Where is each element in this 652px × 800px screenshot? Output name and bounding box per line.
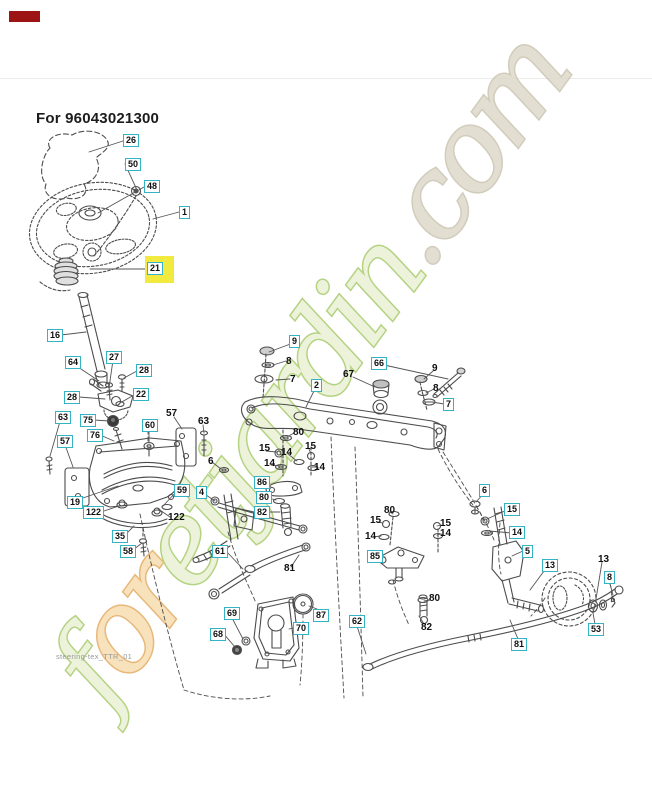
part-callout-15: 15 [259, 443, 271, 454]
part-callout-80: 80 [384, 505, 396, 516]
part-callout-28: 28 [136, 364, 153, 377]
part-callout-27: 27 [106, 351, 123, 364]
part-callout-80: 80 [429, 593, 441, 604]
part-callout-57: 57 [57, 435, 74, 448]
part-callout-8: 8 [604, 571, 616, 584]
part-callout-13: 13 [542, 559, 559, 572]
part-callout-67: 67 [343, 369, 355, 380]
top-left-red-bar [9, 11, 40, 22]
part-callout-15: 15 [504, 503, 521, 516]
part-callout-13: 13 [598, 554, 610, 565]
part-callout-19: 19 [67, 496, 84, 509]
part-callout-70: 70 [293, 622, 310, 635]
part-callout-122: 122 [83, 506, 105, 519]
part-callout-86: 86 [254, 476, 271, 489]
part-callout-15: 15 [305, 441, 317, 452]
part-callout-14: 14 [440, 528, 452, 539]
part-callout-28: 28 [64, 391, 81, 404]
part-callout-7: 7 [443, 398, 455, 411]
part-callout-68: 68 [210, 628, 227, 641]
part-callout-81: 81 [511, 638, 528, 651]
part-callout-label: 21 [147, 262, 164, 275]
part-callout-6: 6 [208, 456, 214, 467]
part-callout-21: 21 [145, 256, 174, 283]
part-callout-9: 9 [289, 335, 301, 348]
part-callout-63: 63 [55, 411, 72, 424]
part-callout-59: 59 [174, 484, 191, 497]
page-title: For 96043021300 [36, 110, 160, 127]
part-callout-122: 122 [168, 512, 185, 523]
part-callout-14: 14 [314, 462, 326, 473]
part-callout-75: 75 [80, 414, 97, 427]
part-callout-69: 69 [224, 607, 241, 620]
part-callout-48: 48 [144, 180, 161, 193]
part-callout-76: 76 [87, 429, 104, 442]
part-callout-26: 26 [123, 134, 140, 147]
part-callout-15: 15 [440, 518, 452, 529]
center-linkage-group [192, 429, 444, 625]
part-callout-8: 8 [433, 383, 439, 394]
part-callout-66: 66 [371, 357, 388, 370]
part-callout-64: 64 [65, 356, 82, 369]
part-callout-87: 87 [313, 609, 330, 622]
part-callout-60: 60 [142, 419, 159, 432]
part-callout-7: 7 [290, 374, 296, 385]
part-callout-80: 80 [293, 427, 305, 438]
lead-lines [49, 140, 614, 655]
part-callout-63: 63 [198, 416, 210, 427]
part-callout-15: 15 [370, 515, 382, 526]
diagram-filename: steering-tex_TTR_01 [56, 652, 133, 661]
steering-wheel-group [28, 130, 158, 292]
axle-beam-group [241, 346, 466, 451]
part-callout-82: 82 [254, 506, 271, 519]
part-callout-8: 8 [286, 356, 292, 367]
right-spindle-wheel-group [469, 500, 616, 627]
part-callout-9: 9 [432, 363, 438, 374]
part-callout-22: 22 [133, 388, 150, 401]
part-callout-14: 14 [365, 531, 377, 542]
part-callout-14: 14 [264, 458, 276, 469]
part-callout-82: 82 [421, 622, 433, 633]
part-callout-62: 62 [349, 615, 366, 628]
part-callout-4: 4 [196, 486, 208, 499]
drag-links-group [231, 585, 624, 672]
part-callout-1: 1 [179, 206, 191, 219]
part-callout-35: 35 [112, 530, 129, 543]
part-callout-80: 80 [256, 491, 273, 504]
connector-dashes [139, 429, 613, 700]
part-callout-5: 5 [522, 545, 534, 558]
steering-column-group [77, 291, 134, 421]
part-callout-2: 2 [311, 379, 323, 392]
part-callout-85: 85 [367, 550, 384, 563]
part-callout-58: 58 [120, 545, 137, 558]
part-callout-14: 14 [509, 526, 526, 539]
part-callout-81: 81 [284, 563, 296, 574]
part-callout-14: 14 [281, 447, 293, 458]
part-callout-50: 50 [125, 158, 142, 171]
part-callout-6: 6 [479, 484, 491, 497]
part-callout-16: 16 [47, 329, 64, 342]
part-callout-57: 57 [166, 408, 178, 419]
image-top-edge [0, 78, 652, 79]
part-callout-53: 53 [588, 623, 605, 636]
part-callout-61: 61 [212, 545, 229, 558]
